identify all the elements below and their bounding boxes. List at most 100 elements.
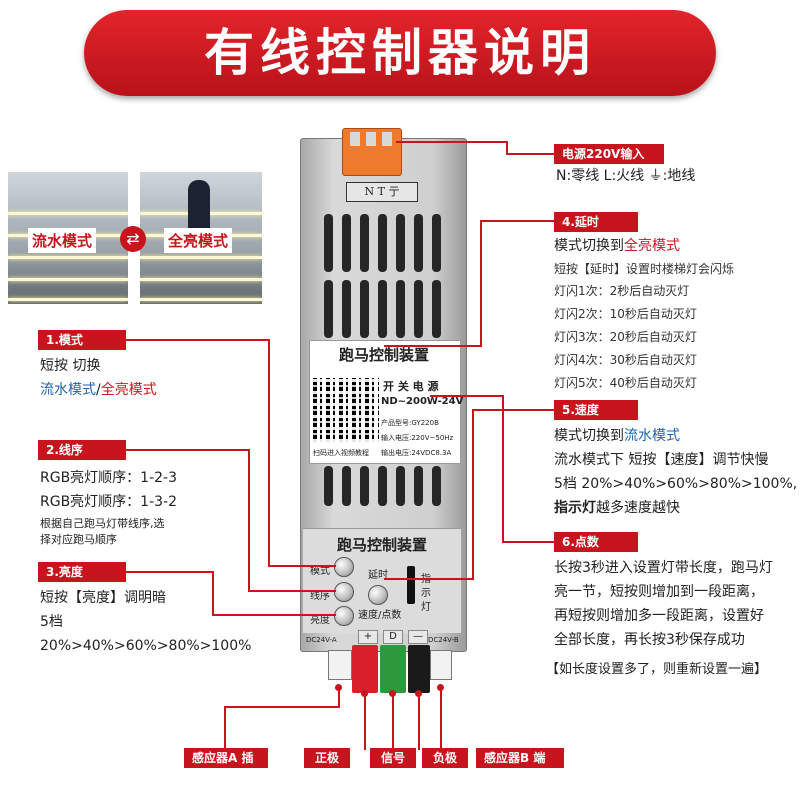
brightness-button[interactable]: [334, 606, 354, 626]
points-line: 全部长度，再长按3秒保存成功: [554, 632, 745, 648]
sensor-b-tag: 感应器B 端口: [476, 748, 564, 785]
brightness-line1: 短按【亮度】调明暗: [40, 590, 166, 606]
panel-front-title: 跑马控制装置: [336, 536, 427, 554]
order-line2: RGB亮灯顺序：1-3-2: [40, 494, 178, 510]
speed-line1: 模式切换到流水模式: [554, 426, 680, 446]
title-banner: [84, 10, 716, 96]
order-line4: 择对应跑马顺序: [40, 533, 117, 546]
brightness-section-tag: 3.亮度: [38, 562, 126, 582]
sensor-b-socket[interactable]: [430, 650, 452, 680]
photo-label-full: 全亮模式: [164, 228, 233, 253]
leader-line: [268, 565, 336, 567]
leader-line: [396, 141, 508, 143]
label-output-voltage: 输出电压:24VDC8.3A: [381, 449, 452, 457]
mode-line1: 短按 切换: [40, 358, 101, 374]
delay-item: 灯闪5次：40秒后自动灭灯: [554, 376, 697, 390]
positive-tag: 正极: [304, 748, 350, 768]
speed-indicator-bold: 指示灯: [554, 500, 596, 516]
indicator-label-2: 示: [421, 588, 431, 599]
signal-plug[interactable]: [380, 645, 406, 693]
mode-button[interactable]: [334, 557, 354, 577]
points-line: 亮一节，短按则增加到一段距离，: [554, 584, 764, 600]
leader-line: [482, 220, 554, 222]
positive-plug[interactable]: [352, 645, 378, 693]
terminal-screw: [366, 132, 376, 146]
delay-section-tag: 4.延时: [554, 212, 638, 232]
mode-slash: /: [96, 382, 101, 398]
terminal-d: D: [383, 630, 403, 644]
leader-line: [38, 339, 270, 341]
order-section-tag: 2.线序: [38, 440, 126, 460]
leader-line: [38, 571, 214, 573]
order-line1: RGB亮灯顺序：1-2-3: [40, 470, 178, 486]
leader-line: [430, 395, 504, 397]
leader-line: [440, 690, 442, 750]
leader-line: [212, 571, 214, 615]
speed-line2: 流水模式下 短按【速度】调节快慢: [554, 452, 769, 468]
photo-label-flow: 流水模式: [28, 228, 97, 253]
mode-full-text: 全亮模式: [100, 382, 157, 398]
order-line3: 根据自己跑马灯带线序,选: [40, 517, 165, 530]
speed-line3: 5档 20%>40%>60%>80%>100%,: [554, 476, 798, 492]
leader-line: [224, 706, 340, 708]
leader-line: [248, 449, 250, 591]
negative-plug[interactable]: [408, 645, 430, 693]
leader-line: [392, 693, 394, 750]
delay-item: 灯闪1次：2秒后自动灭灯: [554, 284, 690, 298]
vent-grille: [318, 210, 448, 510]
mode-section-tag: 1.模式: [38, 330, 126, 350]
delay-line1-prefix: 模式切换到: [554, 238, 624, 254]
delay-line2: 短按【延时】设置时楼梯灯会闪烁: [554, 262, 735, 276]
leader-line: [268, 339, 270, 566]
leader-line: [338, 690, 340, 708]
leader-line: [472, 409, 474, 579]
sensor-a-socket[interactable]: [328, 650, 352, 680]
signal-tag: 信号: [370, 748, 416, 768]
indicator-label-3: 灯: [421, 602, 431, 613]
dc-a-label: DC24V-A: [306, 636, 337, 644]
brightness-line2: 5档: [40, 614, 63, 630]
power-wiring-text: N:零线 L:火线 ⏚:地线: [556, 168, 696, 184]
qr-pattern: [313, 378, 379, 442]
delay-line1-mode: 全亮模式: [624, 238, 680, 254]
knob-label-mode: 模式: [310, 566, 330, 577]
leader-line: [502, 395, 504, 543]
leader-line: [212, 614, 336, 616]
points-note: 【如长度设置多了，则重新设置一遍】: [546, 662, 768, 677]
label-input-voltage: 输入电压:220V~50Hz: [381, 434, 454, 442]
speed-line1-mode: 流水模式: [624, 428, 680, 444]
mode-flow-text: 流水模式: [40, 382, 96, 398]
terminal-minus: —: [408, 630, 428, 644]
leader-line: [384, 578, 474, 580]
speed-line4: 指示灯越多速度越快: [554, 498, 680, 518]
leader-line: [506, 141, 508, 155]
sensor-a-tag: 感应器A 插口: [184, 748, 268, 785]
leader-line: [38, 449, 250, 451]
knob-label-order: 线序: [310, 591, 330, 602]
connector-dot: [361, 690, 368, 697]
page-title: 有线控制器说明: [204, 24, 596, 82]
speed-line4-rest: 越多速度越快: [596, 500, 680, 516]
speed-line1-prefix: 模式切换到: [554, 428, 624, 444]
leader-line: [248, 590, 336, 592]
delay-item: 灯闪3次：20秒后自动灭灯: [554, 330, 697, 344]
leader-line: [506, 153, 554, 155]
terminal-screw: [382, 132, 392, 146]
brightness-line3: 20%>40%>60%>80%>100%: [40, 638, 252, 654]
power-port-tag: 电源220V输入端口: [554, 144, 664, 181]
mode-line2: 流水模式/全亮模式: [40, 380, 157, 400]
delay-speed-button[interactable]: [368, 585, 388, 605]
delay-label: 延时: [368, 570, 388, 581]
label-scan-text: 扫码进入视频教程: [313, 449, 369, 457]
indicator-light: [407, 566, 415, 604]
label-model-line: ND~200W-24V: [381, 396, 464, 407]
negative-tag: 负极: [422, 748, 468, 768]
label-product-model: 产品型号:GY220B: [381, 419, 439, 427]
order-button[interactable]: [334, 582, 354, 602]
swap-icon: ⇄: [120, 226, 146, 252]
points-section-tag: 6.点数: [554, 532, 638, 552]
terminal-screw: [350, 132, 360, 146]
connector-dot: [389, 690, 396, 697]
leader-line: [504, 541, 554, 543]
leader-line: [480, 220, 482, 346]
